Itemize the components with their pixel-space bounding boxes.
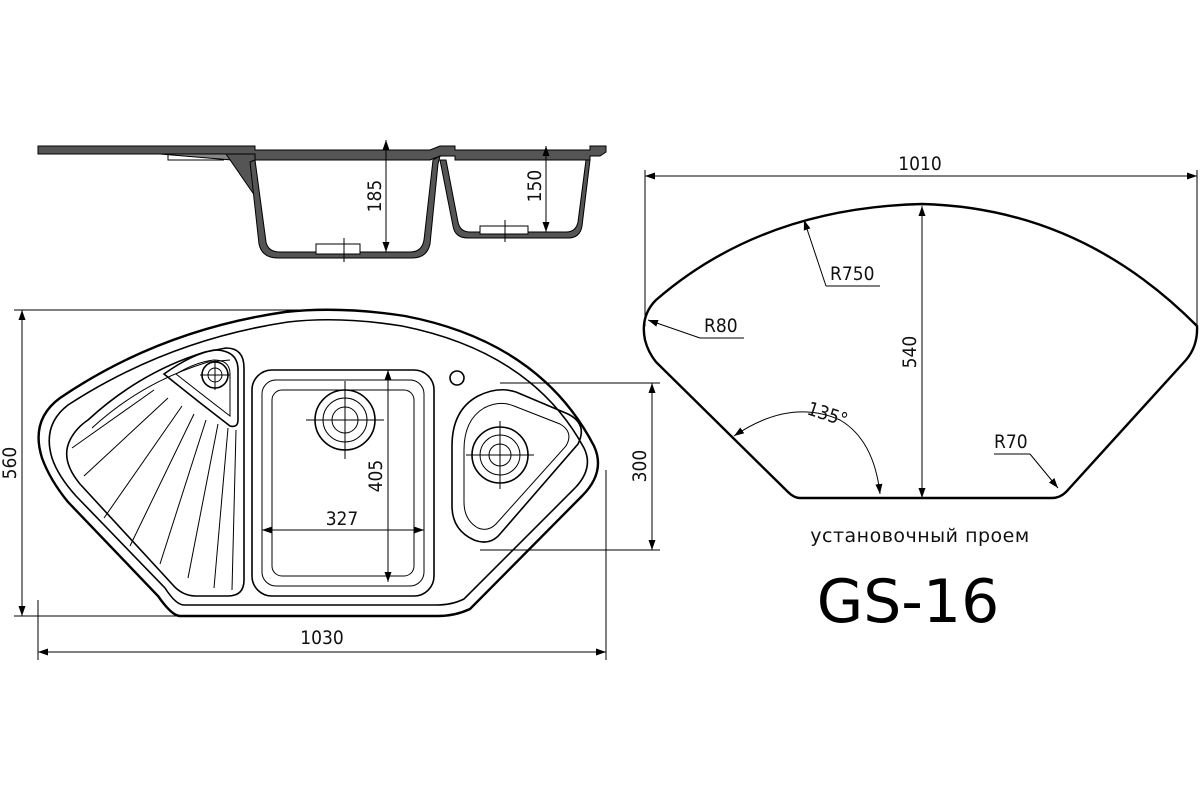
dim-right-bowl-depth: 300	[629, 450, 651, 483]
drainboard-pocket	[162, 349, 239, 428]
right-bowl-drain-icon	[466, 421, 534, 489]
side-main-drain	[315, 243, 361, 255]
side-secondary-bowl	[439, 159, 591, 239]
side-rim	[37, 145, 607, 161]
main-bowl	[251, 369, 435, 597]
cutout-caption: установочный проем	[810, 525, 1029, 547]
faucet-hole	[449, 370, 465, 386]
label-radius-left: R80	[704, 315, 738, 337]
sink-inner-outline	[48, 318, 589, 606]
dim-overall-depth: 560	[0, 447, 21, 480]
cutout-template: 1010 540 R750 R80 R70 135° установочный …	[642, 153, 1199, 547]
side-section-view: 185 150	[37, 140, 607, 262]
right-bowl	[451, 388, 583, 543]
label-radius-right: R70	[994, 431, 1028, 453]
drainboard-ribs	[71, 389, 237, 591]
side-wedge	[225, 153, 256, 198]
label-angle: 135°	[804, 398, 850, 432]
side-secondary-drain	[479, 225, 529, 235]
side-main-bowl	[249, 154, 441, 259]
label-radius-large: R750	[830, 263, 875, 285]
dim-side-main-depth: 185	[364, 180, 386, 213]
drainboard	[65, 347, 245, 597]
dim-bowl-width: 327	[326, 508, 359, 530]
model-name: GS-16	[817, 567, 1000, 637]
dim-side-secondary-depth: 150	[524, 170, 546, 203]
sink-outline	[37, 308, 600, 618]
dim-bowl-depth: 405	[365, 460, 387, 493]
dim-overall-width: 1030	[300, 627, 344, 649]
cutout-outline	[642, 202, 1199, 500]
dim-cutout-width: 1010	[898, 153, 942, 175]
dim-cutout-depth: 540	[899, 336, 921, 369]
main-bowl-drain-icon	[306, 381, 384, 459]
top-plan-view: 1030 560 327 405 300	[0, 308, 660, 660]
